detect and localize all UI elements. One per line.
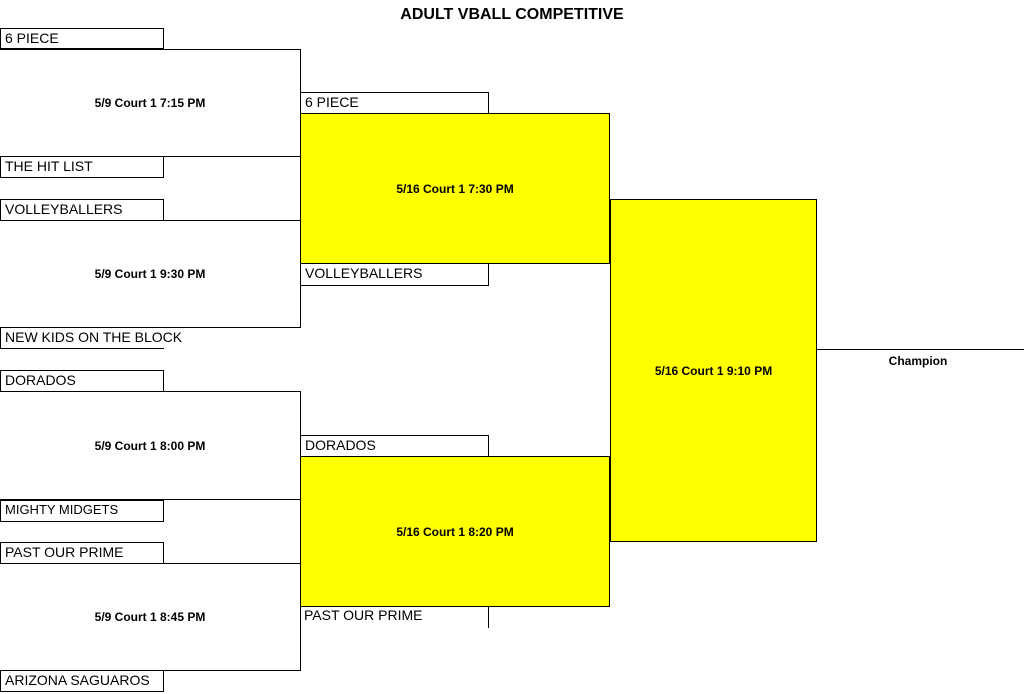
champion-label: Champion (888, 354, 948, 368)
r1-team-slot-4: NEW KIDS ON THE BLOCK (0, 327, 182, 349)
r2-slot-4-edge (488, 606, 489, 628)
r2-team-slot-3: DORADOS (300, 435, 489, 457)
r1-match-4: 5/9 Court 1 8:45 PM (0, 563, 301, 671)
champion-line (816, 349, 1024, 350)
r2-team-slot-2: VOLLEYBALLERS (300, 263, 489, 286)
r1-team-slot-3: VOLLEYBALLERS (0, 199, 164, 221)
r2-match-1: 5/16 Court 1 7:30 PM (300, 113, 610, 264)
r1-team-slot-7: PAST OUR PRIME (0, 542, 164, 564)
r1-team-slot-6: MIGHTY MIDGETS (0, 500, 164, 522)
r1-team-slot-8: ARIZONA SAGUAROS (0, 670, 164, 692)
page-title: ADULT VBALL COMPETITIVE (400, 6, 624, 23)
r1-match-1: 5/9 Court 1 7:15 PM (0, 49, 301, 157)
final-match: 5/16 Court 1 9:10 PM (610, 199, 817, 542)
r1-team-slot-2: THE HIT LIST (0, 156, 164, 178)
r1-team-slot-1: 6 PIECE (0, 28, 164, 49)
r1-team-slot-5: DORADOS (0, 370, 164, 392)
r1-match-3: 5/9 Court 1 8:00 PM (0, 391, 301, 500)
r2-team-slot-1: 6 PIECE (300, 92, 489, 114)
r1-match-2: 5/9 Court 1 9:30 PM (0, 220, 301, 328)
r2-team-slot-4: PAST OUR PRIME (304, 607, 423, 623)
r2-match-2: 5/16 Court 1 8:20 PM (300, 456, 610, 607)
